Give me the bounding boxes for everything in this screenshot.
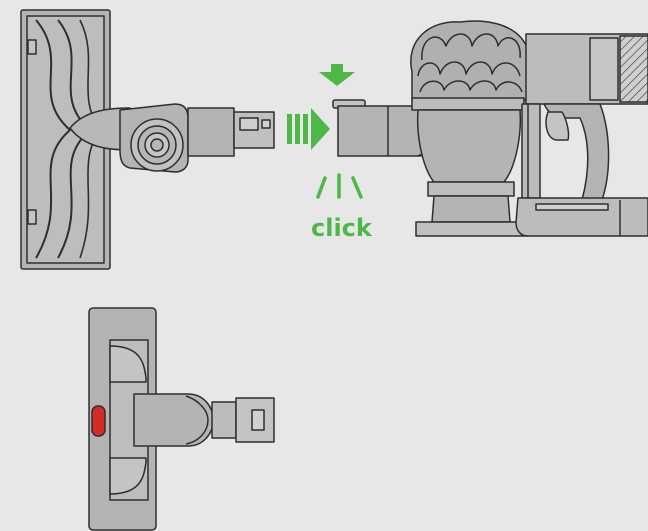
brush-head-top — [20, 9, 131, 270]
arrow-right-icon — [287, 108, 330, 150]
brush-connector-bottom — [133, 393, 275, 447]
arrow-down-icon — [319, 64, 355, 86]
vacuum-cyclone — [410, 20, 529, 237]
click-label: click — [311, 214, 373, 242]
release-button — [91, 405, 106, 437]
brush-connector-top — [119, 103, 275, 173]
vacuum-handle-body — [515, 33, 648, 237]
click-burst-icon — [316, 173, 363, 199]
